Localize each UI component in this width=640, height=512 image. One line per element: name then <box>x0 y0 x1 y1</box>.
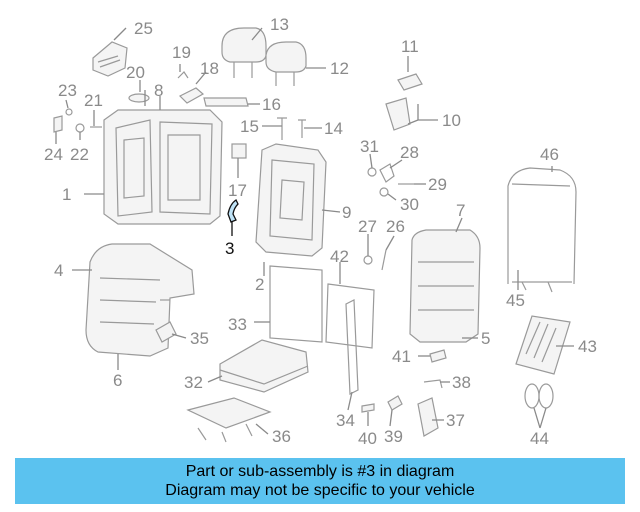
banner-line-1: Part or sub-assembly is #3 in diagram <box>185 463 455 480</box>
callout-38: 38 <box>452 373 471 392</box>
part-4-seat-cushion <box>85 243 195 357</box>
callout-9: 9 <box>342 203 351 222</box>
part-34-strip <box>345 299 359 395</box>
part-14-pin <box>298 119 306 138</box>
part-28-bracket <box>379 163 395 183</box>
callout-23: 23 <box>58 81 77 100</box>
callout-11: 11 <box>401 37 419 56</box>
part-18-clip <box>178 87 205 104</box>
banner-line-2: Diagram may not be specific to your vehi… <box>165 482 475 499</box>
callout-37: 37 <box>446 411 465 430</box>
callout-44: 44 <box>530 429 549 448</box>
part-9-seatback <box>255 143 327 257</box>
callout-4: 4 <box>54 261 63 280</box>
callout-15: 15 <box>240 117 259 136</box>
part-32-cushion-pad <box>219 339 309 393</box>
callout-19: 19 <box>172 43 191 62</box>
part-23-bolt <box>65 108 73 116</box>
callout-28: 28 <box>400 143 419 162</box>
part-3-trim-clip <box>227 199 239 223</box>
callout-20: 20 <box>126 63 145 82</box>
part-26-bolt <box>381 249 387 271</box>
part-40-clip <box>361 403 375 413</box>
callout-46: 46 <box>540 145 559 164</box>
callout-30: 30 <box>400 195 419 214</box>
part-15-pin <box>277 117 287 140</box>
callout-2: 2 <box>255 275 264 294</box>
part-13-headrest <box>221 27 267 78</box>
part-22-washer <box>75 123 85 133</box>
callout-41: 41 <box>392 347 411 366</box>
callout-7: 7 <box>456 201 465 220</box>
callout-27: 27 <box>358 217 377 236</box>
callout-39: 39 <box>384 427 403 446</box>
callout-35: 35 <box>190 329 209 348</box>
callout-32: 32 <box>184 373 203 392</box>
part-8-seatback <box>103 109 223 225</box>
callout-26: 26 <box>386 217 405 236</box>
callout-17: 17 <box>228 181 247 200</box>
part-37-bracket <box>417 397 439 437</box>
callout-29: 29 <box>428 175 447 194</box>
part-31-bolt <box>367 167 377 177</box>
part-11-latch <box>397 73 423 91</box>
callout-3: 3 <box>225 239 234 258</box>
info-banner: Part or sub-assembly is #3 in diagram Di… <box>15 458 625 504</box>
callout-36: 36 <box>272 427 291 446</box>
part-35-bracket <box>155 321 177 343</box>
part-17-plate <box>231 143 247 159</box>
callout-1: 1 <box>62 185 71 204</box>
part-19 <box>177 71 189 79</box>
part-44-disc-2 <box>538 383 554 409</box>
callout-22: 22 <box>70 145 89 164</box>
callout-5: 5 <box>481 329 490 348</box>
part-25-bracket <box>92 41 128 77</box>
callout-8: 8 <box>154 81 163 100</box>
callout-31: 31 <box>360 137 379 156</box>
part-44-disc <box>524 383 540 409</box>
part-12-headrest <box>265 41 307 86</box>
part-42-pad <box>325 283 375 349</box>
part-24-bracket <box>53 115 63 133</box>
part-7-seatback <box>409 229 481 343</box>
callout-10: 10 <box>442 111 461 130</box>
callout-33: 33 <box>228 315 247 334</box>
callout-34: 34 <box>336 411 355 430</box>
callout-25: 25 <box>134 19 153 38</box>
callout-42: 42 <box>330 247 349 266</box>
callout-13: 13 <box>270 15 289 34</box>
part-20-cap <box>128 93 150 103</box>
callout-45: 45 <box>506 291 525 310</box>
callout-40: 40 <box>358 429 377 448</box>
callout-16: 16 <box>262 95 281 114</box>
callout-14: 14 <box>324 119 343 138</box>
part-39-clip <box>387 395 403 411</box>
part-46-frame <box>507 167 577 293</box>
part-43-mat <box>515 315 571 375</box>
part-10-latch <box>385 97 411 131</box>
callouts: 1 2 3 4 5 6 7 8 9 10 11 12 13 14 15 16 1… <box>44 15 597 448</box>
part-41-cap <box>429 349 447 363</box>
part-27-washer <box>363 255 373 265</box>
callout-12: 12 <box>330 59 349 78</box>
part-38-hook <box>423 379 443 389</box>
leader-lines <box>55 27 574 435</box>
part-33-pad <box>269 265 323 343</box>
callout-18: 18 <box>200 59 219 78</box>
callout-24: 24 <box>44 145 63 164</box>
callout-43: 43 <box>578 337 597 356</box>
part-16-bar <box>203 97 249 107</box>
part-30-nut <box>379 187 389 197</box>
callout-21: 21 <box>84 91 103 110</box>
part-36-frame <box>186 397 272 443</box>
callout-6: 6 <box>113 371 122 390</box>
parts-diagram: 1 2 3 4 5 6 7 8 9 10 11 12 13 14 15 16 1… <box>44 15 597 448</box>
